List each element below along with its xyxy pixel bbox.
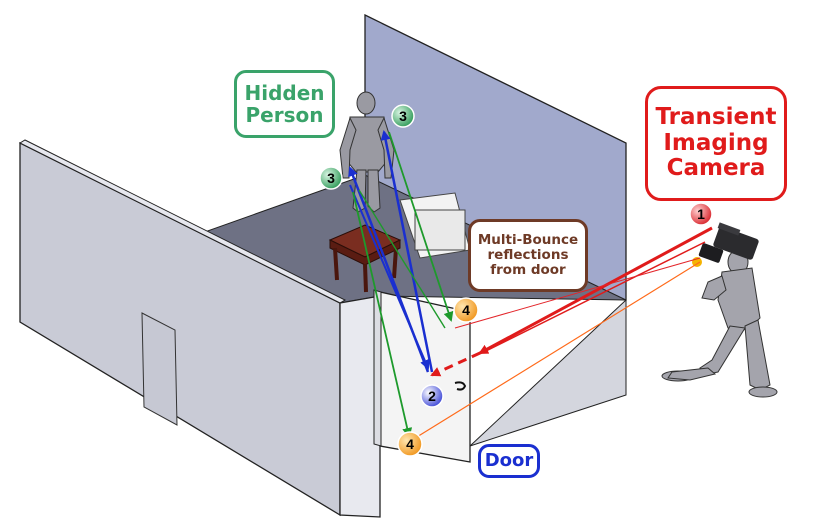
cabinet: [414, 209, 466, 251]
multibounce-label-line1: Multi-Bounce: [477, 231, 579, 248]
green-path-hip: [352, 191, 413, 438]
lower-return-marker: 4: [397, 431, 423, 457]
multibounce-label: Multi-Bounce reflections from door: [468, 219, 588, 292]
marker-3b-text: 3: [327, 170, 335, 186]
green-path-extra: [358, 189, 446, 329]
multibounce-label-line3: from door: [490, 262, 566, 279]
return-ray-lower: [411, 261, 701, 441]
return-ray-upper: [454, 257, 701, 329]
hidden-person-label: Hidden Person: [234, 70, 335, 138]
laser-beam-to-camera-thin: [483, 241, 706, 353]
table-leg: [392, 247, 398, 279]
person-hip-marker: 3: [319, 166, 343, 190]
camera-device: [692, 222, 759, 267]
camera-operator-figure: [661, 249, 778, 398]
door-label-text: Door: [484, 449, 534, 471]
person-left-arm: [339, 116, 357, 179]
front-wall: [339, 295, 381, 518]
blue-path-return: [349, 184, 430, 370]
operator-shin: [667, 367, 717, 381]
table-leg: [363, 263, 368, 293]
person-head: [356, 91, 376, 115]
green-path-head: [388, 131, 454, 322]
door-label: Door: [478, 444, 540, 478]
marker-4b-text: 4: [406, 436, 414, 452]
blue-path-head: [380, 130, 434, 373]
person-right-leg: [367, 169, 381, 213]
hidden-person-label-line2: Person: [245, 103, 324, 127]
light-paths: [348, 130, 713, 441]
camera-label-line3: Camera: [666, 155, 766, 182]
operator-front-leg: [699, 325, 746, 375]
camera-label-line2: Imaging: [663, 129, 769, 156]
marker-4a-text: 4: [462, 302, 470, 318]
laser-beam-to-camera: [478, 226, 713, 355]
table-apron: [329, 239, 401, 266]
door-frame-edge: [373, 289, 382, 447]
person-head-marker: 3: [391, 104, 415, 128]
front-wall-lower: [469, 298, 627, 447]
multibounce-label-line2: reflections: [487, 246, 569, 263]
camera-handle: [717, 222, 741, 236]
camera-label: Transient Imaging Camera: [645, 86, 787, 201]
left-wall-door: [141, 312, 178, 426]
camera-body: [713, 226, 759, 260]
camera-label-line1: Transient: [655, 103, 777, 130]
camera-lens: [698, 243, 724, 263]
marker-2-text: 2: [428, 388, 436, 404]
camera-marker: 1: [689, 202, 713, 226]
operator-torso: [717, 267, 761, 331]
table-leg: [333, 247, 339, 281]
hidden-person-label-line1: Hidden: [244, 80, 325, 105]
upper-return-marker: 4: [453, 297, 479, 323]
operator-arm: [701, 275, 727, 301]
marker-3a-text: 3: [399, 108, 407, 124]
door-handle: [454, 381, 467, 391]
door-hit-marker: 2: [420, 384, 444, 408]
left-wall-top-edge: [18, 139, 347, 304]
operator-back-leg: [744, 319, 771, 391]
marker-1-text: 1: [697, 206, 705, 222]
laser-beam-to-door: [430, 351, 481, 377]
door: [373, 289, 471, 463]
operator-foot: [748, 386, 778, 398]
